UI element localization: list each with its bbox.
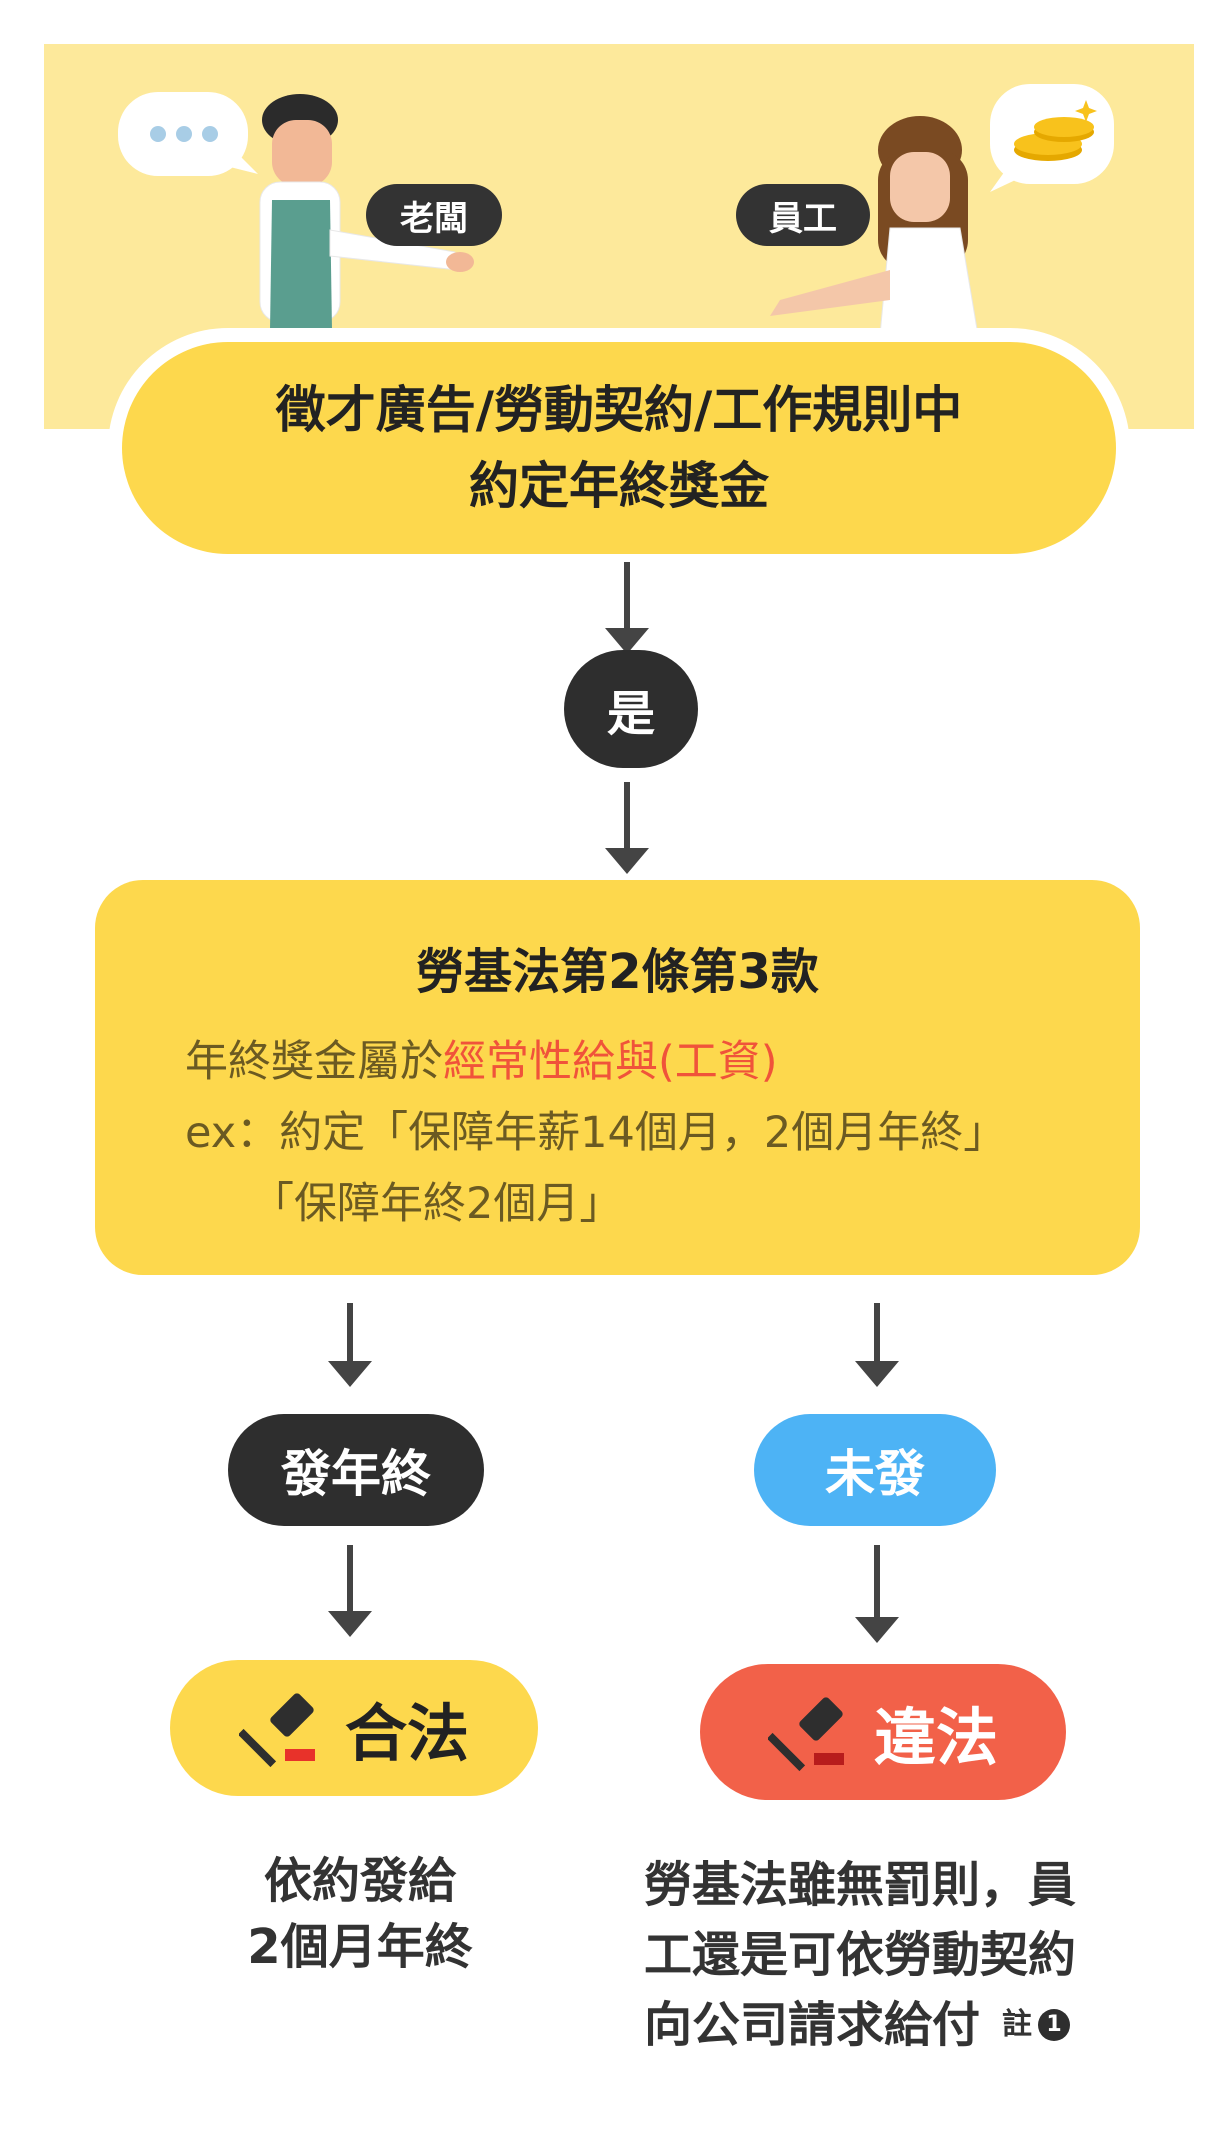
- arrow-head: [605, 628, 649, 654]
- law-line1: 年終獎金屬於經常性給與(工資): [185, 1027, 778, 1089]
- employee-label: 員工: [736, 184, 870, 246]
- illegal-desc-line3: 向公司請求給付 註 1: [644, 1990, 1164, 2060]
- boss-figure: [259, 94, 474, 330]
- footnote-label: 註: [1002, 2007, 1033, 2042]
- condition-line2: 約定年終獎金: [469, 457, 769, 515]
- illegal-result: 違法: [700, 1664, 1066, 1800]
- chat-bubble-icon: [118, 92, 258, 176]
- legal-desc-line1: 依約發給: [263, 1853, 456, 1909]
- unpaid-bonus-pill: 未發: [754, 1414, 996, 1526]
- illegal-desc-line2: 工還是可依勞動契約: [644, 1927, 1077, 1983]
- arrow-down: [347, 1303, 353, 1365]
- law-box: 勞基法第2條第3款 年終獎金屬於經常性給與(工資) ex：約定「保障年薪14個月…: [95, 880, 1140, 1275]
- legal-desc-line2: 2個月年終: [247, 1919, 473, 1975]
- arrow-head: [605, 848, 649, 874]
- law-line1-plain: 年終獎金屬於: [185, 1037, 443, 1087]
- arrow-down: [874, 1545, 880, 1621]
- legal-result: 合法: [170, 1660, 538, 1796]
- employee-figure: [770, 116, 979, 335]
- law-line2: ex：約定「保障年薪14個月，2個月年終」: [185, 1108, 1007, 1158]
- law-title: 勞基法第2條第3款: [416, 944, 819, 1000]
- gavel-icon: [767, 1697, 844, 1772]
- arrow-down: [624, 562, 630, 632]
- legal-label: 合法: [344, 1697, 469, 1770]
- illegal-description: 勞基法雖無罰則，員 工還是可依勞動契約 向公司請求給付 註 1: [644, 1850, 1164, 2060]
- footnote-number: 1: [1038, 2009, 1071, 2041]
- condition-line1: 徵才廣告/勞動契約/工作規則中: [275, 381, 963, 439]
- arrow-head: [855, 1617, 899, 1643]
- arrow-head: [328, 1361, 372, 1387]
- illegal-desc-line3-text: 向公司請求給付: [644, 1997, 981, 2053]
- illegal-label: 違法: [873, 1701, 998, 1774]
- condition-box: 徵才廣告/勞動契約/工作規則中 約定年終獎金: [122, 342, 1116, 554]
- illegal-desc-line1: 勞基法雖無罰則，員: [644, 1857, 1077, 1913]
- law-line1-highlight: 經常性給與(工資): [443, 1037, 778, 1087]
- legal-description: 依約發給 2個月年終: [200, 1848, 520, 1980]
- arrow-down: [347, 1545, 353, 1615]
- coins-icon: [990, 84, 1114, 192]
- arrow-down: [624, 782, 630, 852]
- arrow-head: [328, 1611, 372, 1637]
- gavel-icon: [238, 1693, 315, 1768]
- arrow-down: [874, 1303, 880, 1365]
- law-line3: 「保障年終2個月」: [251, 1179, 623, 1229]
- yes-circle: 是: [564, 650, 698, 768]
- boss-label: 老闆: [366, 184, 502, 246]
- paid-bonus-pill: 發年終: [228, 1414, 484, 1526]
- arrow-head: [855, 1361, 899, 1387]
